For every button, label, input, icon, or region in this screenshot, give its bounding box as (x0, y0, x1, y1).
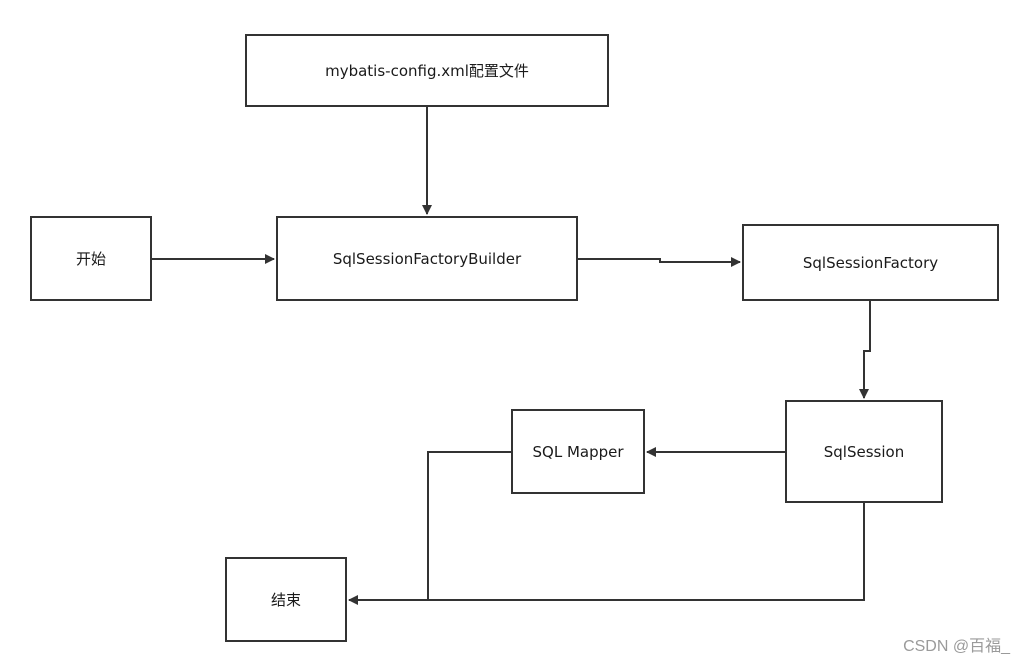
node-sqlsession: SqlSession (785, 400, 943, 503)
node-config-file-label: mybatis-config.xml配置文件 (325, 62, 529, 80)
node-end-label: 结束 (270, 591, 301, 609)
node-sql-mapper-label: SQL Mapper (532, 442, 624, 461)
edge-mapper-to-end (348, 451, 511, 605)
edge-builder-to-factory (578, 257, 741, 267)
edge-session-to-end (428, 503, 865, 601)
node-sqlsession-label: SqlSession (823, 442, 905, 461)
node-config-file: mybatis-config.xml配置文件 (245, 34, 609, 107)
node-sqlsessionfactorybuilder-label: SqlSessionFactoryBuilder (332, 249, 522, 268)
node-sqlsessionfactorybuilder: SqlSessionFactoryBuilder (276, 216, 578, 301)
node-start-label: 开始 (75, 250, 106, 268)
node-sqlsessionfactory-label: SqlSessionFactory (802, 253, 939, 272)
node-start: 开始 (30, 216, 152, 301)
node-sql-mapper: SQL Mapper (511, 409, 645, 494)
node-end: 结束 (225, 557, 347, 642)
edge-factory-to-session (859, 301, 871, 399)
node-sqlsessionfactory: SqlSessionFactory (742, 224, 999, 301)
watermark: CSDN @百福_ (903, 638, 1010, 655)
